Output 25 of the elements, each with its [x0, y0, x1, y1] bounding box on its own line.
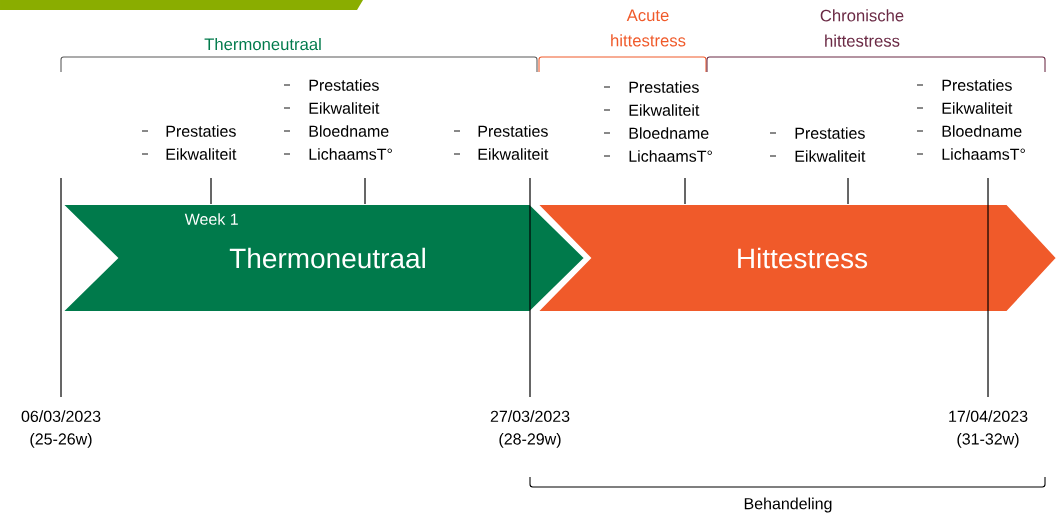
- list-item: Prestaties: [283, 79, 379, 91]
- list-item: Prestaties: [141, 125, 236, 137]
- list-item: Prestaties: [769, 127, 865, 139]
- list-item: LichaamsT°: [603, 150, 712, 162]
- bracket-label: Behandeling: [744, 497, 832, 513]
- list-item: LichaamsT°: [283, 148, 392, 160]
- list-item: Prestaties: [453, 125, 548, 137]
- phase-heading: Acute hittestress: [611, 9, 686, 47]
- list-item: LichaamsT°: [916, 148, 1025, 160]
- phase-heading: Chronische hittestress: [820, 9, 904, 47]
- list-item: Bloedname: [283, 125, 389, 137]
- list-item: Bloedname: [916, 125, 1022, 137]
- list-item: Eikwaliteit: [603, 104, 700, 116]
- list-item: Prestaties: [603, 81, 699, 93]
- list-item: Eikwaliteit: [453, 148, 549, 160]
- list-item: Eikwaliteit: [141, 148, 237, 160]
- list-item: Eikwaliteit: [769, 150, 866, 162]
- date-label: 06/03/2023 (25-26w): [21, 410, 101, 448]
- list-item: Eikwaliteit: [916, 102, 1013, 114]
- list-item: Bloedname: [603, 127, 709, 139]
- phase-heading: Thermoneutraal: [204, 37, 321, 51]
- list-item: Prestaties: [916, 79, 1012, 91]
- date-label: 27/03/2023 (28-29w): [490, 410, 570, 448]
- date-label: 17/04/2023 (31-32w): [949, 410, 1028, 448]
- list-item: Eikwaliteit: [283, 102, 380, 114]
